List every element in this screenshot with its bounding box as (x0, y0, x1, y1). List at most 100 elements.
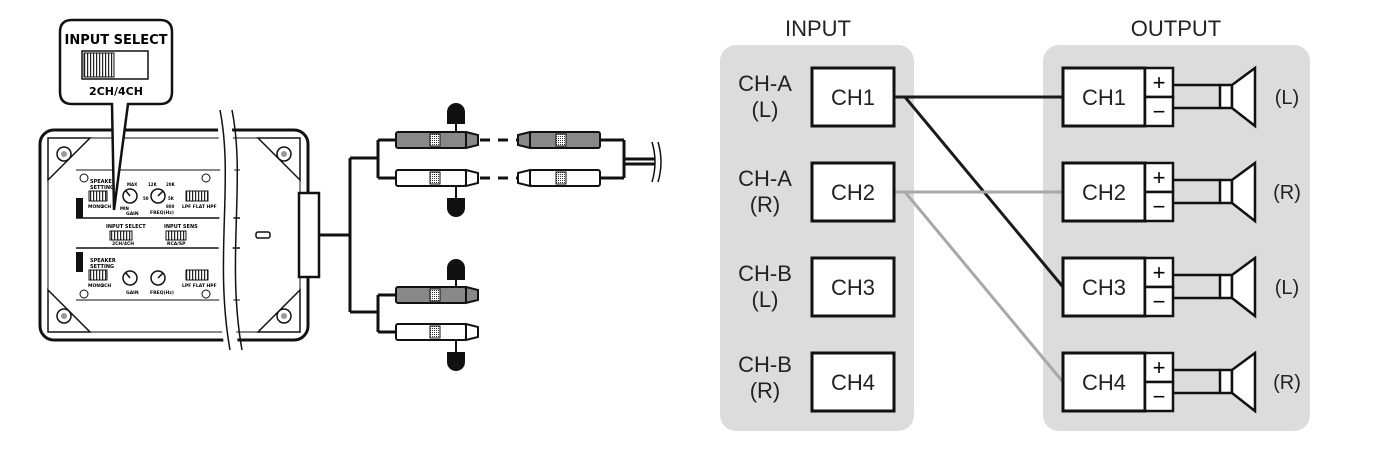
speaker-setting-label-b2: SETTING (90, 264, 114, 270)
input-channel-box-2 (810, 161, 896, 223)
amp-center-section: INPUT SELECT 2CH/4CH INPUT SENS RCA/SP (106, 224, 198, 247)
output-channel-label-1: CH1 (1082, 85, 1126, 110)
amplifier-illustration: SPEAKER SETTING MONO 2CH MAX MIN GAIN 12… (38, 18, 662, 371)
output-plus-2: + (1153, 165, 1166, 190)
rca-cap-top-2 (447, 186, 465, 217)
status-led (255, 231, 271, 239)
freq-800-label: 800 (166, 204, 175, 209)
output-minus-terminal-3 (1143, 285, 1175, 318)
connection-ch1-to-ch3 (894, 95, 1065, 288)
input-panel (720, 45, 914, 431)
speaker-setting-label-b1: SPEAKER (90, 258, 116, 264)
rca-plug-bottom-2 (395, 322, 479, 342)
input-source-1: CH-A (738, 71, 792, 96)
rca-cap-bottom-2 (447, 340, 465, 371)
gain-label-b: GAIN (126, 290, 139, 296)
mode-label-2ch-b: 2CH (101, 283, 111, 289)
filter-label: LPF FLAT HPF (182, 204, 217, 210)
freq-50-label: 50 (143, 196, 149, 201)
break-line-1 (219, 109, 231, 351)
output-row-1: CH1 + − (L) (1061, 65, 1299, 129)
mode-label-mono-b: MONO (88, 283, 104, 289)
corner-mount-tl (47, 137, 92, 182)
input-select-callout: INPUT SELECT 2CH/4CH (58, 18, 174, 211)
input-channel-box-3 (810, 256, 896, 318)
output-plus-4: + (1153, 355, 1166, 380)
output-channel-box-3 (1061, 256, 1147, 318)
speaker-setting-switch[interactable] (88, 190, 108, 202)
rca-plug-bottom-1 (395, 285, 479, 305)
output-side-1: (L) (1275, 87, 1299, 109)
output-minus-3: − (1153, 289, 1166, 314)
input-row-2: CH-A (R) CH2 (738, 161, 896, 223)
output-minus-2: − (1153, 194, 1166, 219)
input-header: INPUT (785, 16, 851, 41)
panel-input-select-value: 2CH/4CH (112, 241, 134, 247)
input-side-2: (R) (750, 192, 781, 217)
output-channel-box-4 (1061, 351, 1147, 413)
speaker-icon (1218, 255, 1257, 319)
output-channel-label-4: CH4 (1082, 370, 1126, 395)
filter-switch-b[interactable] (185, 269, 209, 281)
output-panel (1043, 45, 1310, 431)
speaker-setting-label-1: SPEAKER (90, 179, 116, 185)
input-channel-label-2: CH2 (831, 180, 875, 205)
freq-label-b: FREQ(Hz) (150, 290, 174, 296)
input-row-1: CH-A (L) CH1 (738, 66, 896, 128)
rca-plug-source-1 (517, 130, 601, 150)
channel-tab-b (76, 252, 83, 272)
gain-min-label: MIN (120, 206, 129, 211)
speaker-icon (1218, 65, 1257, 129)
output-plus-3: + (1153, 260, 1166, 285)
corner-mount-bl (47, 288, 92, 333)
rca-plug-top-2 (395, 168, 479, 188)
filter-label-b: LPF FLAT HPF (182, 283, 217, 289)
mode-label-mono: MONO (88, 204, 104, 210)
rca-cap-bottom-1 (447, 259, 465, 287)
panel-input-select-label: INPUT SELECT (106, 224, 146, 230)
output-side-2: (R) (1273, 182, 1301, 204)
input-row-3: CH-B (L) CH3 (738, 256, 896, 318)
input-source-3: CH-B (738, 261, 792, 286)
input-side-4: (R) (750, 378, 781, 403)
rca-plug-top-1 (395, 130, 479, 150)
output-channel-box-1 (1061, 66, 1147, 128)
freq-12k-label: 12K (148, 182, 158, 187)
speaker-setting-switch-b[interactable] (88, 269, 108, 281)
corner-mount-tr (256, 137, 301, 182)
gain-label: GAIN (126, 211, 139, 217)
input-side-3: (L) (752, 287, 779, 312)
panel-input-select-switch[interactable] (109, 230, 133, 241)
channel-tab-a (76, 198, 83, 218)
output-header: OUTPUT (1131, 16, 1221, 41)
output-row-4: CH4 + − (R) (1061, 350, 1301, 414)
output-channel-label-2: CH2 (1082, 180, 1126, 205)
input-source-2: CH-A (738, 166, 792, 191)
callout-title: INPUT SELECT (64, 33, 167, 48)
freq-5k-label: 5K (168, 196, 175, 201)
amp-bottom-section: SPEAKER SETTING MONO 2CH GAIN FREQ(Hz) L… (88, 258, 217, 296)
input-side-1: (L) (752, 97, 779, 122)
corner-mount-br (256, 288, 301, 333)
connection-lines (894, 95, 1065, 383)
filter-switch[interactable] (185, 190, 209, 202)
callout-switch-label: 2CH/4CH (89, 85, 143, 98)
output-channel-box-2 (1061, 161, 1147, 223)
speaker-setting-label-2: SETTING (90, 185, 114, 191)
rca-plug-source-2 (517, 168, 601, 188)
callout-switch-slider[interactable] (83, 52, 115, 78)
rca-input-jack-block (297, 191, 321, 279)
freq-label: FREQ(Hz) (150, 210, 174, 216)
gain-max-label: MAX (127, 182, 137, 187)
input-channel-box-4 (810, 351, 896, 413)
break-line-2 (231, 109, 243, 351)
mode-label-2ch: 2CH (101, 204, 111, 210)
input-channel-box-1 (810, 66, 896, 128)
input-source-4: CH-B (738, 352, 792, 377)
output-minus-1: − (1153, 99, 1166, 124)
output-minus-4: − (1153, 384, 1166, 409)
output-minus-terminal-2 (1143, 190, 1175, 223)
panel-input-sens-switch[interactable] (165, 230, 187, 241)
freq-20k-label: 20K (166, 182, 176, 187)
input-channel-label-1: CH1 (831, 85, 875, 110)
